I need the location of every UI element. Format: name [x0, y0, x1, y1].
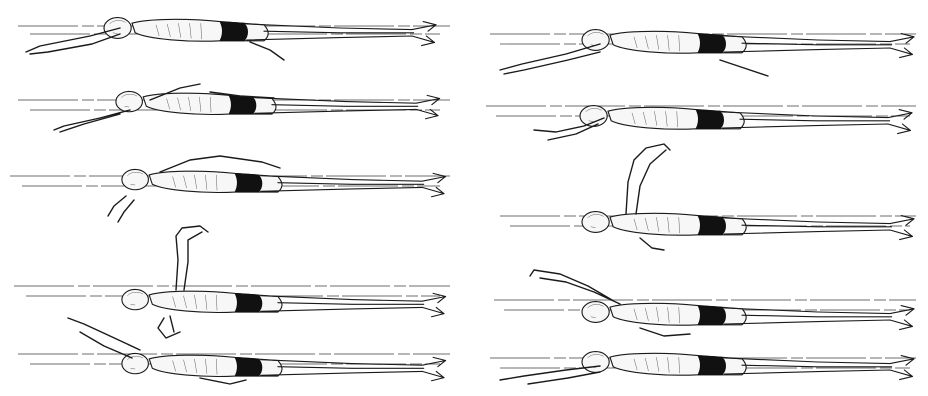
right-column — [486, 30, 916, 384]
swimmer-figure-left-4 — [14, 226, 450, 338]
swimmer-figure-left-3 — [10, 156, 450, 222]
swimmer-figure-right-3 — [500, 144, 916, 250]
swimmer-figure-right-2 — [486, 106, 916, 140]
swimmer-figure-left-5 — [18, 318, 450, 384]
left-column — [10, 18, 450, 384]
swimmer-figure-right-4 — [494, 270, 916, 336]
arm-vertical — [176, 226, 208, 290]
arm-extended — [26, 28, 120, 54]
arm-vertical — [626, 144, 670, 214]
swimmer-figure-right-5 — [490, 352, 916, 384]
swimmer-figure-left-1 — [18, 18, 450, 60]
swimmer-figure-left-2 — [18, 84, 450, 132]
swimmer-figure-right-1 — [490, 30, 916, 76]
